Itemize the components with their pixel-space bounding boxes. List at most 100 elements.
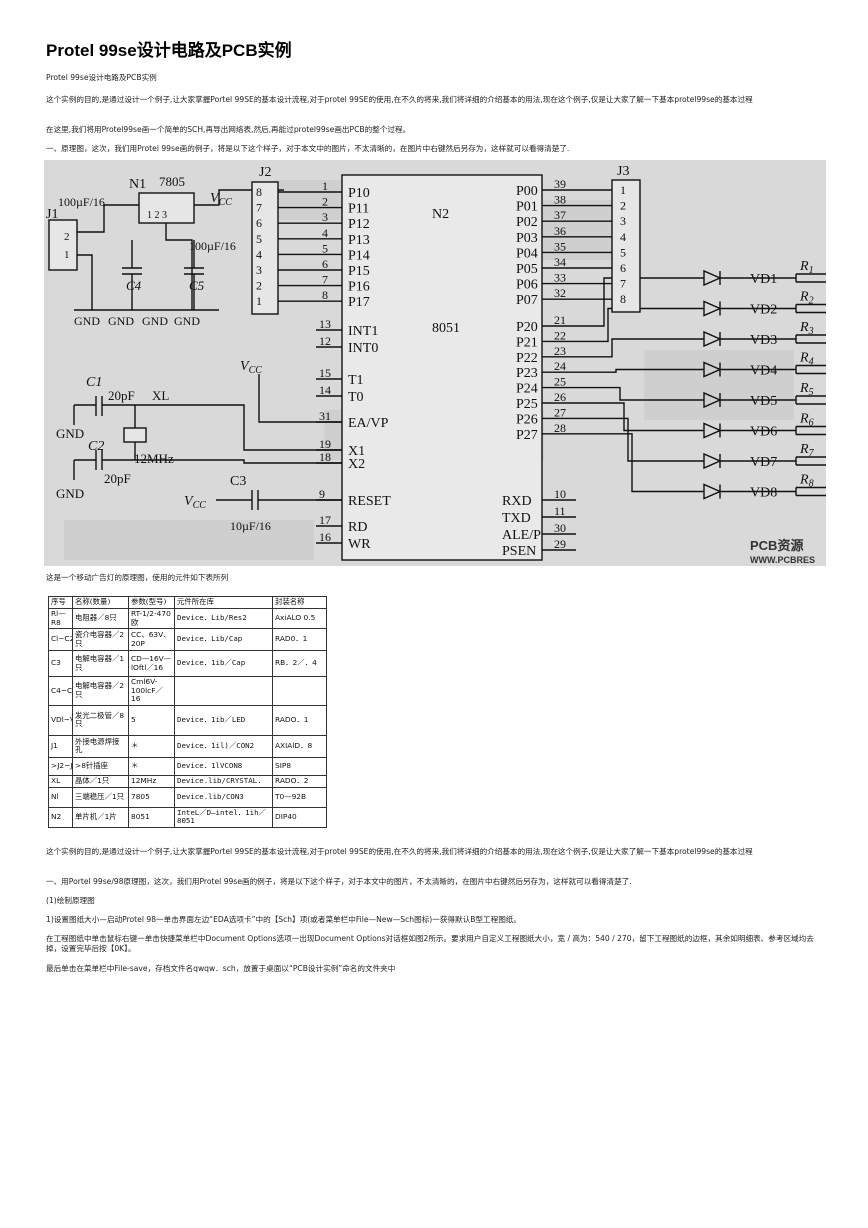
- p0-pin-name: P03: [516, 231, 538, 246]
- p2-wire: [542, 277, 704, 327]
- resistor-index: 8: [809, 479, 814, 490]
- j3-pin-number: 5: [620, 245, 626, 259]
- p0-pin-name: P05: [516, 262, 538, 277]
- p2-pin-name: P26: [516, 412, 538, 427]
- resistor-symbol: [720, 486, 826, 497]
- led-label: VD2: [750, 303, 777, 318]
- j2-pin-number: 3: [256, 263, 262, 277]
- sch-step-paragraph: 一、用Portel 99se/98原理图，这次，我们用Protel 99se画的…: [46, 877, 632, 886]
- c1-value: 20pF: [108, 388, 135, 403]
- left-pin-number: 17: [319, 513, 331, 527]
- p0-pin-number: 38: [554, 193, 566, 207]
- right-pin-number: 11: [554, 504, 566, 518]
- p1-pin-number: 1: [322, 179, 328, 193]
- schematic-diagram: J1 2 1 N1 7805 1 2 3 100µF/16 VCC 100µF/…: [46, 164, 826, 565]
- mcu-body: [341, 174, 543, 561]
- p2-pin-number: 27: [554, 405, 566, 419]
- table-cell: 发光二极管／8只: [72, 704, 129, 736]
- j3-pin-number: 1: [620, 183, 626, 197]
- j3-connector: [611, 179, 641, 313]
- p0-pin-number: 33: [554, 271, 566, 285]
- resistor-label: R2: [799, 290, 814, 307]
- p2-pin-name: P21: [516, 335, 538, 350]
- watermark-title: PCB资源: [750, 538, 803, 553]
- table-cell: Device．Lib/Res2: [174, 608, 273, 629]
- j3-pin-number: 7: [620, 277, 626, 291]
- table-cell: 外接电源焊接孔: [72, 734, 129, 758]
- resistor-index: 4: [809, 357, 814, 368]
- crystal: [123, 427, 147, 443]
- led-label: VD7: [750, 455, 777, 470]
- c4-capacitor: [122, 240, 142, 310]
- j3-pin-number: 4: [620, 230, 626, 244]
- c4-label: C4: [126, 278, 142, 293]
- left-pin-name: EA/VP: [348, 416, 389, 431]
- c5-label: C5: [189, 278, 205, 293]
- table-header: 参数(型号): [128, 596, 175, 609]
- j2-pin-number: 2: [256, 279, 262, 293]
- table-cell: 7805: [128, 786, 175, 808]
- repeat-intro-paragraph: 这个实例的目的,是通过设计一个例子,让大家掌握Portel 99SE的基本设计流…: [46, 847, 753, 856]
- p1-pin-name: P10: [348, 186, 370, 201]
- j1-connector: [48, 219, 78, 271]
- regulator-pins: 1 2 3: [147, 210, 167, 221]
- table-cell: ＊: [128, 756, 175, 776]
- p1-pin-name: P16: [348, 280, 370, 295]
- p2-pin-name: P20: [516, 320, 538, 335]
- p2-wire: [542, 417, 704, 462]
- resistor-index: 7: [809, 448, 815, 459]
- table-cell: 电解电容器／1只: [72, 650, 129, 677]
- right-pin-name: PSEN: [502, 544, 536, 559]
- p0-pin-number: 32: [554, 286, 566, 300]
- table-cell: AXIAlD．8: [272, 734, 327, 758]
- p2-pin-number: 22: [554, 328, 566, 342]
- table-cell: C3: [48, 650, 73, 677]
- table-cell: [174, 676, 273, 706]
- resistor-prefix: R: [799, 381, 809, 396]
- p2-pin-number: 21: [554, 313, 566, 327]
- c2-label: C2: [88, 439, 104, 454]
- table-cell: Cml6V-100lcF／16: [128, 676, 175, 706]
- resistor-prefix: R: [799, 473, 809, 488]
- c3-capacitor: [216, 490, 342, 510]
- left-pin-name: T1: [348, 373, 364, 388]
- p2-wire: [542, 402, 704, 432]
- table-cell: RB．2／．4: [272, 650, 327, 677]
- schematic-figure: J1 2 1 N1 7805 1 2 3 100µF/16 VCC 100µF/…: [44, 160, 826, 566]
- j3-pin-number: 8: [620, 292, 626, 306]
- gnd-label-5: GND: [56, 426, 84, 441]
- crystal-label: XL: [152, 388, 169, 403]
- schematic-intro-paragraph: 一、原理图，这次，我们用Protel 99se画的例子，将是以下这个样子，对于本…: [46, 144, 570, 153]
- resistor-symbol: [720, 425, 826, 436]
- c5-capacitor: [184, 240, 204, 310]
- resistor-symbol: [720, 364, 826, 375]
- table-cell: Device．Lib/Cap: [174, 628, 273, 651]
- table-cell: 12MHz: [128, 774, 175, 788]
- j3-pin-number: 2: [620, 199, 626, 213]
- table-cell: T0—92B: [272, 786, 327, 808]
- table-header: 元件所在库: [174, 596, 273, 609]
- table-cell: CD—16V—lOftl／16: [128, 650, 175, 677]
- p2-wire: [542, 338, 704, 358]
- table-cell: InteL／D—intel．1ih／8051: [174, 806, 273, 828]
- left-pin-number: 12: [319, 334, 331, 348]
- table-cell: 8051: [128, 806, 175, 828]
- gnd-label-1: GND: [74, 314, 100, 328]
- p2-wire: [542, 368, 704, 373]
- j1-wire-top: [77, 204, 139, 233]
- left-pin-number: 19: [319, 437, 331, 451]
- regulator-body: [138, 192, 195, 224]
- j2-pin-number: 4: [256, 247, 262, 261]
- left-pin-number: 15: [319, 366, 331, 380]
- j2-label: J2: [259, 165, 271, 180]
- table-cell: 电阻器／8只: [72, 608, 129, 629]
- document-options-paragraph: 在工程图纸中单击鼠标右键一单击快捷菜单栏中Document Options选项一…: [46, 934, 814, 953]
- left-pin-number: 16: [319, 530, 331, 544]
- resistor-symbol: [720, 334, 826, 344]
- j2-pin-number: 5: [256, 232, 262, 246]
